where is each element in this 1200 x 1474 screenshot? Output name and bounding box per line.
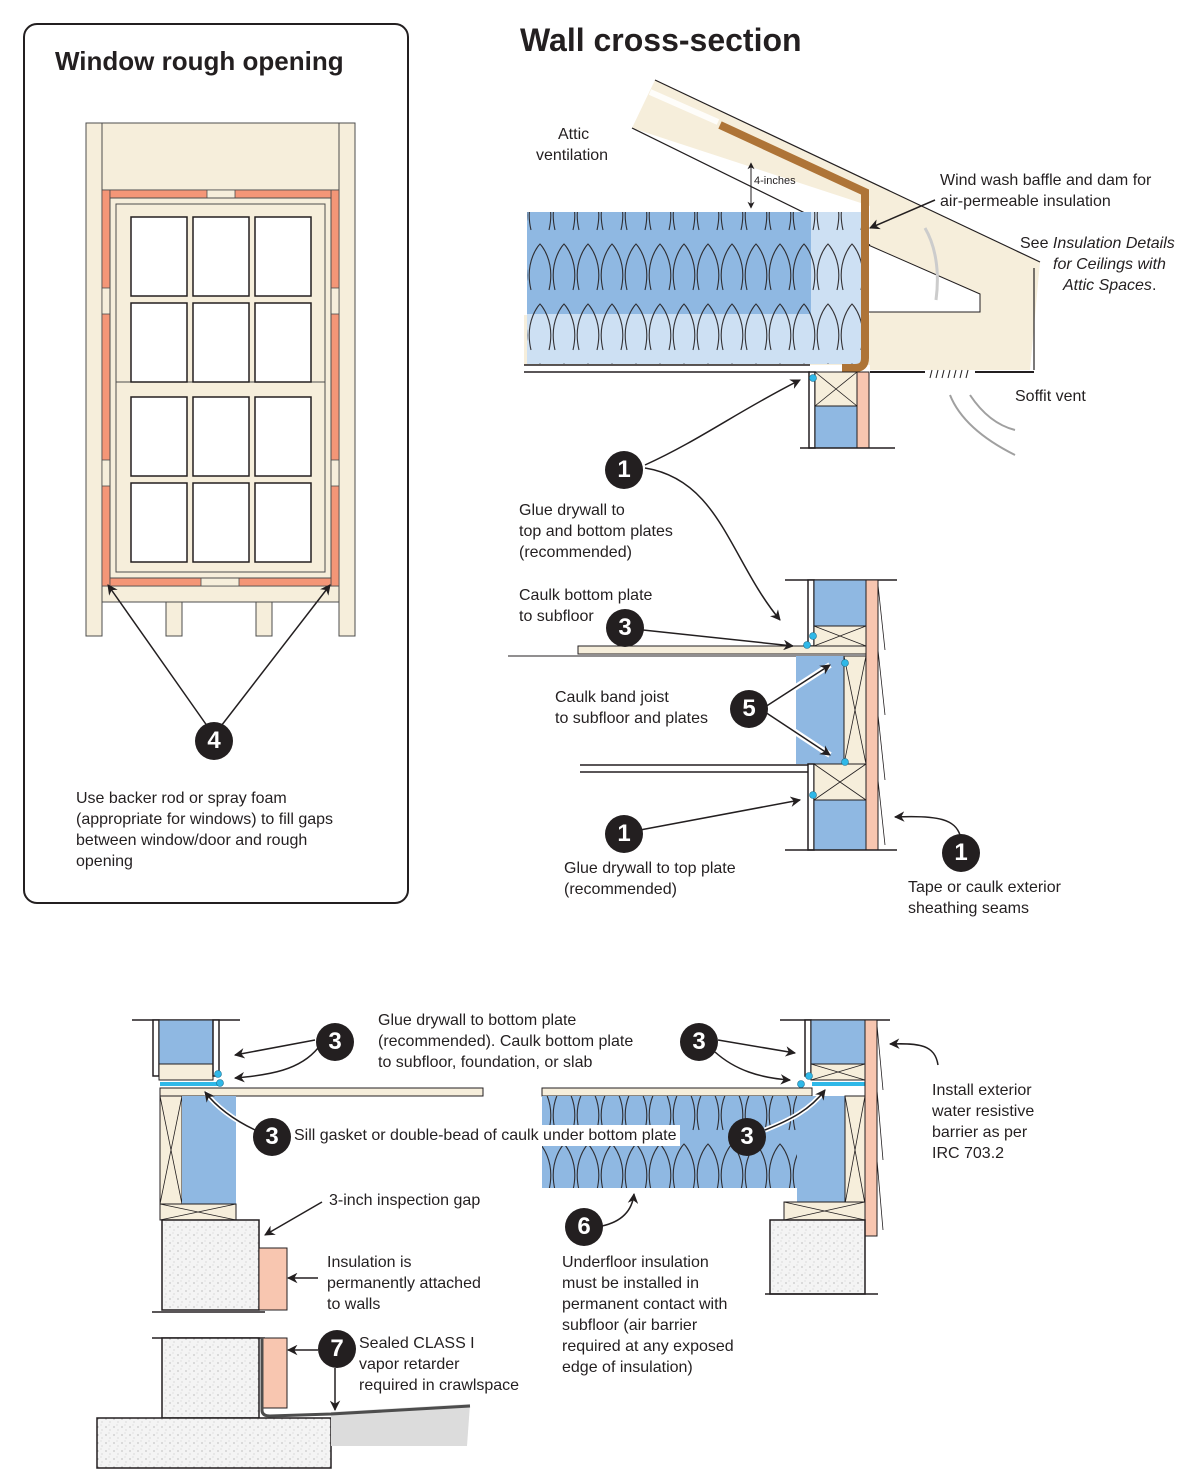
baffle-note-line-1: Wind wash baffle and dam for <box>940 172 1152 189</box>
underfloor-line-5: required at any exposed <box>562 1338 734 1355</box>
callout-7: 7 <box>318 1330 356 1368</box>
baffle-note-line-2: air-permeable insulation <box>940 193 1111 210</box>
leader-arrow-left <box>107 584 211 731</box>
see-ref-line-3: Attic Spaces. <box>1063 275 1156 296</box>
window-panel-frame <box>23 23 409 904</box>
window-note-line-3: between window/door and rough <box>76 832 308 849</box>
glue-top-bottom-line-2: top and bottom plates <box>519 523 673 540</box>
callout-3-c: 3 <box>253 1118 291 1156</box>
see-ref-line-2: for Ceilings with <box>1053 256 1166 273</box>
window-pane <box>130 482 188 563</box>
inspection-gap-label: 3-inch inspection gap <box>329 1192 481 1209</box>
window-pane <box>254 482 312 563</box>
window-panel-title: Window rough opening <box>55 46 344 76</box>
caulk-bottom-plate-line-2: to subfloor <box>519 608 594 625</box>
callout-3-middle: 3 <box>606 609 644 647</box>
callout-3-d: 3 <box>728 1118 766 1156</box>
tape-sheathing-line-2: sheathing seams <box>908 900 1029 917</box>
window-rough-opening-drawing <box>85 122 356 637</box>
callout-1-right: 1 <box>942 834 980 872</box>
window-panes <box>130 216 312 563</box>
attic-eave-drawing <box>524 79 1041 466</box>
vapor-retarder-line-3: required in crawlspace <box>359 1377 520 1394</box>
callout-4: 4 <box>195 722 233 760</box>
soffit-vent-label: Soffit vent <box>1015 388 1086 405</box>
glue-bottom-plate-line-2: (recommended). Caulk bottom plate <box>378 1033 634 1050</box>
window-pane <box>192 396 250 477</box>
window-pane <box>254 216 312 297</box>
tape-sheathing-line-1: Tape or caulk exterior <box>908 879 1061 896</box>
insulation-walls-line-2: permanently attached <box>327 1275 481 1292</box>
exterior-barrier-line-4: IRC 703.2 <box>932 1145 1005 1162</box>
see-ref-link-part-1: Insulation Details <box>1052 235 1175 252</box>
underfloor-line-1: Underfloor insulation <box>562 1254 709 1271</box>
glue-bottom-plate-line-1: Glue drywall to bottom plate <box>378 1012 577 1029</box>
vapor-retarder-line-2: vapor retarder <box>359 1356 460 1373</box>
window-note-line-2: (appropriate for windows) to fill gaps <box>76 811 334 828</box>
underfloor-line-2: must be installed in <box>562 1275 699 1292</box>
glue-top-plate-line-2: (recommended) <box>564 881 677 898</box>
wall-section-title: Wall cross-section <box>520 22 802 58</box>
sill-gasket-label: Sill gasket or double-bead of caulk unde… <box>294 1125 681 1146</box>
window-pane <box>130 396 188 477</box>
underfloor-line-3: permanent contact with <box>562 1296 728 1313</box>
callout-5: 5 <box>730 690 768 728</box>
underfloor-line-6: edge of insulation) <box>562 1359 693 1376</box>
see-ref-link-part-3: Attic Spaces <box>1063 277 1152 294</box>
window-pane <box>192 216 250 297</box>
glue-top-plate-line-1: Glue drywall to top plate <box>564 860 736 877</box>
caulk-band-joist-line-2: to subfloor and plates <box>555 710 708 727</box>
exterior-barrier-line-3: barrier as per <box>932 1124 1028 1141</box>
window-note-line-4: opening <box>76 853 133 870</box>
caulk-bottom-plate-line-1: Caulk bottom plate <box>519 587 653 604</box>
callout-3-a: 3 <box>316 1023 354 1061</box>
window-note-line-1: Use backer rod or spray foam <box>76 790 287 807</box>
clearance-label: 4-inches <box>754 175 796 187</box>
see-ref-prefix: See <box>1020 235 1053 252</box>
insulation-walls-line-3: to walls <box>327 1296 381 1313</box>
see-ref-suffix: . <box>1151 277 1157 294</box>
vapor-retarder-line-1: Sealed CLASS I <box>359 1335 475 1352</box>
band-joist-drawing <box>508 467 961 851</box>
callout-3-b: 3 <box>680 1023 718 1061</box>
see-ref-line-1: See Insulation Details <box>1020 233 1175 254</box>
window-pane <box>192 482 250 563</box>
attic-ventilation-line-2: ventilation <box>536 147 609 164</box>
exterior-barrier-line-1: Install exterior <box>932 1082 1032 1099</box>
underfloor-line-4: subfloor (air barrier <box>562 1317 698 1334</box>
crawlspace-drawing <box>96 1019 939 1469</box>
attic-ventilation-line-1: Attic <box>558 126 590 143</box>
glue-bottom-plate-line-3: to subfloor, foundation, or slab <box>378 1054 593 1071</box>
window-pane <box>130 302 188 383</box>
callout-1-lower: 1 <box>605 815 643 853</box>
callout-6: 6 <box>565 1208 603 1246</box>
leader-arrow-right <box>217 584 331 731</box>
insulation-walls-line-1: Insulation is <box>327 1254 412 1271</box>
callout-1-top: 1 <box>605 451 643 489</box>
caulk-band-joist-line-1: Caulk band joist <box>555 689 669 706</box>
window-pane <box>130 216 188 297</box>
window-pane <box>254 396 312 477</box>
window-pane <box>192 302 250 383</box>
glue-top-bottom-line-1: Glue drywall to <box>519 502 625 519</box>
exterior-barrier-line-2: water resistive <box>932 1103 1035 1120</box>
glue-top-bottom-line-3: (recommended) <box>519 544 632 561</box>
window-pane <box>254 302 312 383</box>
